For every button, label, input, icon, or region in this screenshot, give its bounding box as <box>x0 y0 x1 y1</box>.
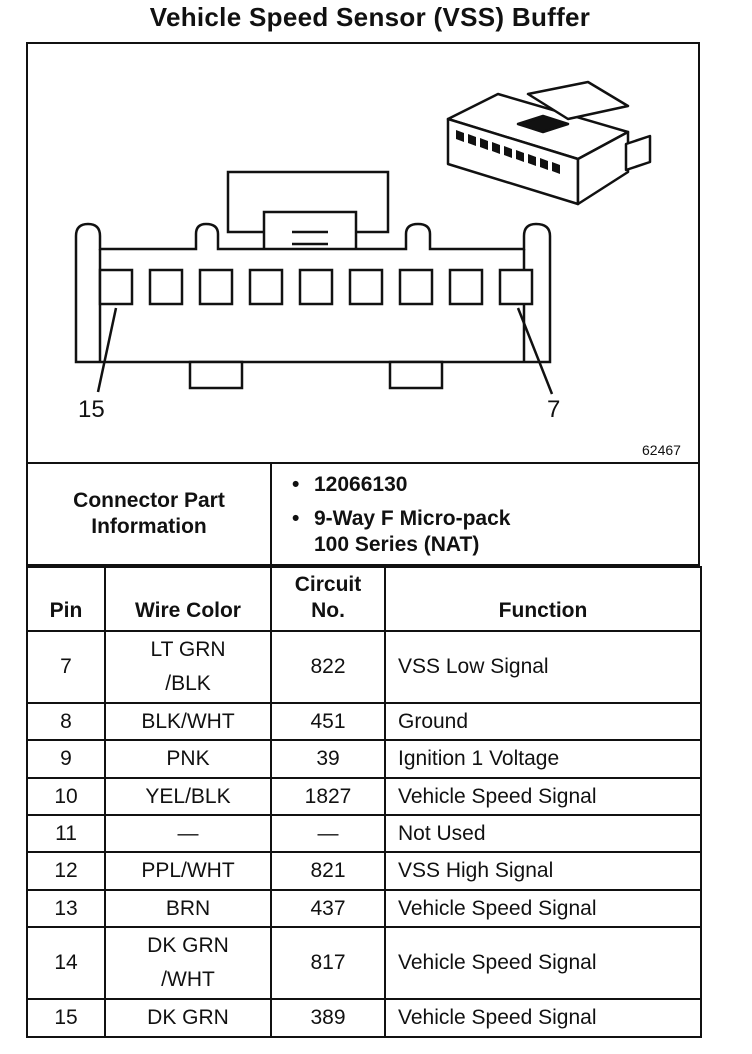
connector-diagram-panel: 15 7 62467 <box>26 42 700 464</box>
cell-function: Vehicle Speed Signal <box>384 777 702 816</box>
cell-pin: 11 <box>26 814 106 853</box>
connector-description-line1: 9-Way F Micro-pack <box>314 507 511 530</box>
table-row: 15 DK GRN 389 Vehicle Speed Signal <box>26 998 702 1038</box>
table-row: 11 — — Not Used <box>26 814 702 853</box>
cell-circuit: 1827 <box>270 777 386 816</box>
cell-function: Ground <box>384 702 702 741</box>
pin-cavity-10 <box>348 268 384 306</box>
table-row: 13 BRN 437 Vehicle Speed Signal <box>26 889 702 928</box>
cell-wire-color: LT GRN /BLK <box>104 630 272 704</box>
pin-cavity-11 <box>298 268 334 306</box>
table-row: 10 YEL/BLK 1827 Vehicle Speed Signal <box>26 777 702 816</box>
cell-pin: 15 <box>26 998 106 1038</box>
connector-3d-view <box>446 80 652 206</box>
pin-label-left: 15 <box>78 396 105 423</box>
cell-wire-color-line1: DK GRN <box>147 934 229 957</box>
cell-wire-color: DK GRN <box>104 998 272 1038</box>
pin-cavity-9 <box>398 268 434 306</box>
cell-wire-color: PNK <box>104 739 272 779</box>
pin-cavity-14 <box>148 268 184 306</box>
table-row: 12 PPL/WHT 821 VSS High Signal <box>26 851 702 891</box>
cell-wire-color: BRN <box>104 889 272 928</box>
cell-function: Not Used <box>384 814 702 853</box>
cell-circuit: 821 <box>270 851 386 891</box>
pin-cavity-8 <box>448 268 484 306</box>
connector-info-panel: Connector Part Information • 12066130 • … <box>26 464 700 566</box>
cell-pin: 13 <box>26 889 106 928</box>
pin-cavity-7 <box>498 268 534 306</box>
bullet-icon: • <box>292 507 300 530</box>
cell-wire-color-line2: /WHT <box>161 968 215 991</box>
connector-description-line2: 100 Series (NAT) <box>314 533 480 556</box>
header-wire-color: Wire Color <box>104 566 272 632</box>
table-row: 14 DK GRN /WHT 817 Vehicle Speed Signal <box>26 926 702 1000</box>
connector-description-item: • 9-Way F Micro-pack 100 Series (NAT) <box>292 506 698 558</box>
cell-pin: 10 <box>26 777 106 816</box>
cell-circuit: 451 <box>270 702 386 741</box>
cell-function: Ignition 1 Voltage <box>384 739 702 779</box>
cell-wire-color: BLK/WHT <box>104 702 272 741</box>
cell-pin: 9 <box>26 739 106 779</box>
cell-pin: 12 <box>26 851 106 891</box>
connector-info-label-line2: Information <box>91 515 207 538</box>
pin-cavities <box>98 268 534 306</box>
table-row: 8 BLK/WHT 451 Ground <box>26 702 702 741</box>
cell-function: Vehicle Speed Signal <box>384 889 702 928</box>
cell-wire-color: — <box>104 814 272 853</box>
cell-wire-color-line2: /BLK <box>165 672 211 695</box>
bullet-icon: • <box>292 473 300 496</box>
connector-face-drawing <box>74 80 652 395</box>
pin-cavity-15 <box>98 268 134 306</box>
header-circuit-line1: Circuit <box>294 573 362 596</box>
cell-wire-color: PPL/WHT <box>104 851 272 891</box>
pin-cavity-13 <box>198 268 234 306</box>
table-row: 7 LT GRN /BLK 822 VSS Low Signal <box>26 630 702 704</box>
pin-table-header: Pin Wire Color Circuit No. Function <box>26 566 702 632</box>
cell-circuit: 389 <box>270 998 386 1038</box>
part-number-item: • 12066130 <box>292 472 698 498</box>
header-circuit-no: Circuit No. <box>270 566 386 632</box>
cell-pin: 7 <box>26 630 106 704</box>
cell-function: VSS Low Signal <box>384 630 702 704</box>
pin-cavity-12 <box>248 268 284 306</box>
header-pin: Pin <box>26 566 106 632</box>
cell-pin: 14 <box>26 926 106 1000</box>
header-function: Function <box>384 566 702 632</box>
table-row: 9 PNK 39 Ignition 1 Voltage <box>26 739 702 779</box>
pin-table: Pin Wire Color Circuit No. Function 7 LT… <box>26 566 702 1038</box>
connector-info-label-line1: Connector Part <box>73 489 225 512</box>
3d-pin-holes <box>456 130 560 174</box>
cell-wire-color: DK GRN /WHT <box>104 926 272 1000</box>
part-number: 12066130 <box>314 473 408 496</box>
cell-wire-color-line1: LT GRN <box>150 638 226 661</box>
cell-circuit: 39 <box>270 739 386 779</box>
leader-line-15 <box>96 307 118 393</box>
connector-info-values: • 12066130 • 9-Way F Micro-pack 100 Seri… <box>272 464 698 564</box>
pin-label-right: 7 <box>547 396 561 423</box>
cell-wire-color: YEL/BLK <box>104 777 272 816</box>
cell-circuit: 437 <box>270 889 386 928</box>
pin-leader-lines <box>96 307 554 395</box>
diagram-title: Vehicle Speed Sensor (VSS) Buffer <box>149 2 591 32</box>
figure-number: 62467 <box>642 442 681 458</box>
cell-function: VSS High Signal <box>384 851 702 891</box>
cell-function: Vehicle Speed Signal <box>384 998 702 1038</box>
leader-line-7 <box>516 307 554 395</box>
cell-pin: 8 <box>26 702 106 741</box>
cell-circuit: 822 <box>270 630 386 704</box>
header-circuit-line2: No. <box>311 599 345 622</box>
cell-circuit: — <box>270 814 386 853</box>
connector-info-label: Connector Part Information <box>28 464 272 564</box>
cell-function: Vehicle Speed Signal <box>384 926 702 1000</box>
cell-circuit: 817 <box>270 926 386 1000</box>
